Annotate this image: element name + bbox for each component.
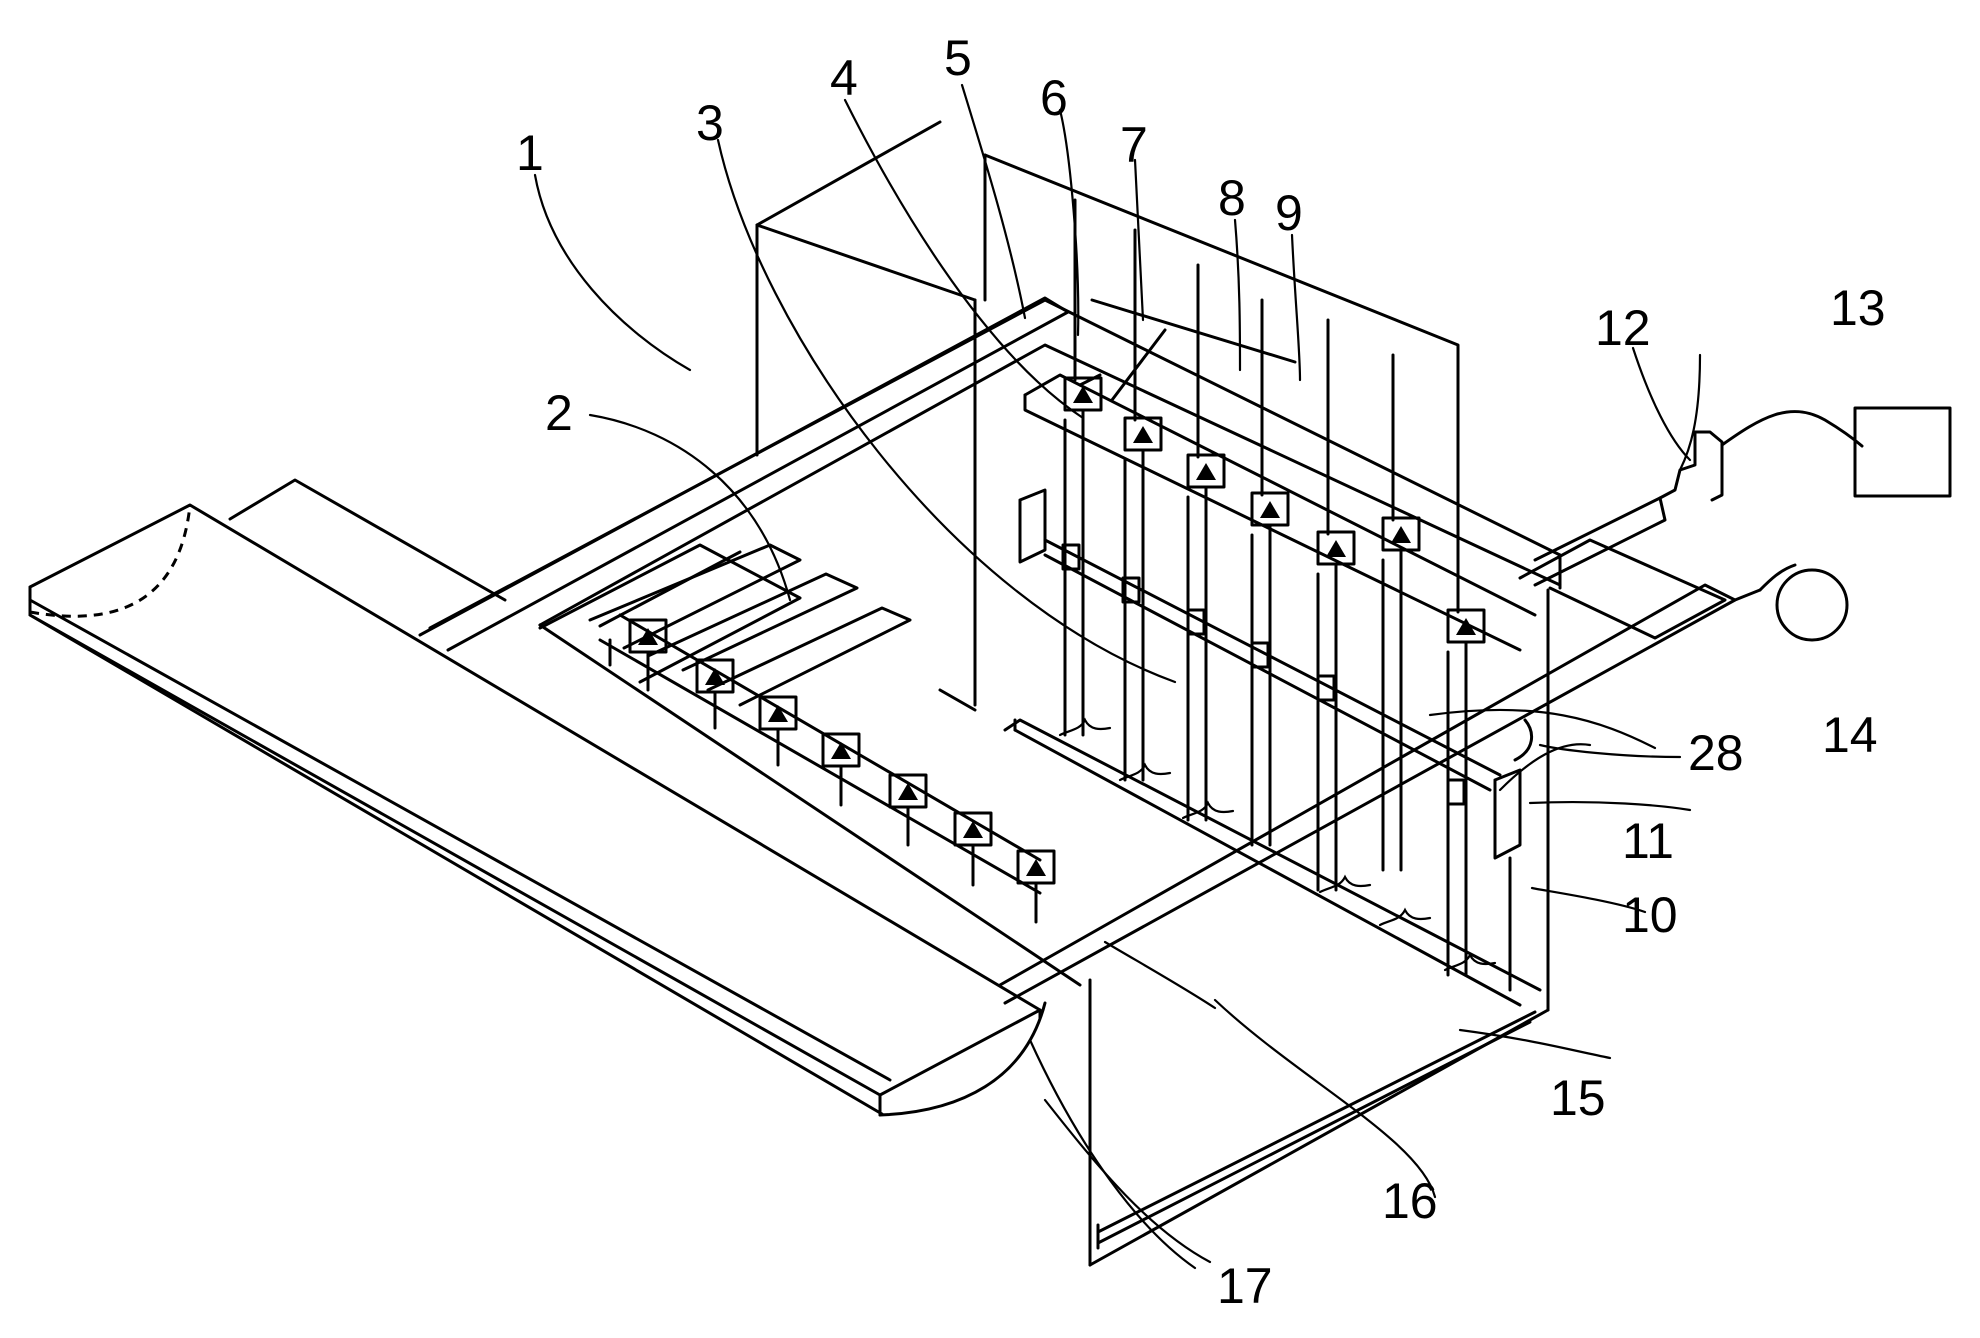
label-6: 6 [1040,70,1068,126]
label-16: 16 [1382,1173,1438,1229]
left-culture-rows [538,543,1042,895]
label-14: 14 [1822,707,1878,763]
label-3: 3 [696,95,724,151]
left-nozzle [758,695,798,767]
right-board [1518,538,1727,640]
left-nozzle [953,811,993,887]
label-11: 11 [1622,813,1674,869]
support-beams [418,296,1797,1005]
pump-circle [1775,568,1849,642]
label-28: 28 [1688,725,1744,781]
right-nozzle-array [1063,198,1486,977]
back-wall [755,120,977,707]
left-nozzle-row [608,618,1056,924]
leader-lines [533,83,1702,1270]
right-nozzle [1186,263,1226,822]
sensor-11 [1493,718,1534,992]
basin-floor [428,298,1562,987]
control-box [1853,406,1952,498]
label-1: 1 [516,125,544,181]
label-10: 10 [1622,887,1678,943]
label-2: 2 [545,385,573,441]
left-sensor [1018,488,1047,564]
label-17: 17 [1217,1258,1273,1314]
label-12: 12 [1595,300,1651,356]
lower-rail [1043,538,1502,806]
right-nozzle [1063,198,1103,737]
bottom-fittings [1003,717,1542,992]
right-nozzle [1381,353,1421,872]
label-5: 5 [944,30,972,86]
label-15: 15 [1550,1070,1606,1126]
right-nozzle [1446,378,1486,977]
upper-rail [1023,328,1537,652]
label-8: 8 [1218,170,1246,226]
inlet-channel [28,478,1047,1117]
label-9: 9 [1275,185,1303,241]
outlet-pipe [1533,410,1864,587]
right-nozzle [1250,298,1290,847]
front-box [1013,588,1550,1267]
right-nozzle [1316,318,1356,892]
reference-labels: 1 2 3 4 5 6 7 8 9 10 11 12 13 14 15 16 1… [516,30,1886,1314]
left-nozzle [821,732,861,807]
right-nozzle [1123,228,1163,782]
left-nozzle [1016,849,1056,924]
label-7: 7 [1120,117,1148,173]
label-4: 4 [830,50,858,106]
left-nozzle [695,658,735,730]
label-13: 13 [1830,280,1886,336]
left-nozzle [888,773,928,847]
left-nozzle [608,618,668,692]
